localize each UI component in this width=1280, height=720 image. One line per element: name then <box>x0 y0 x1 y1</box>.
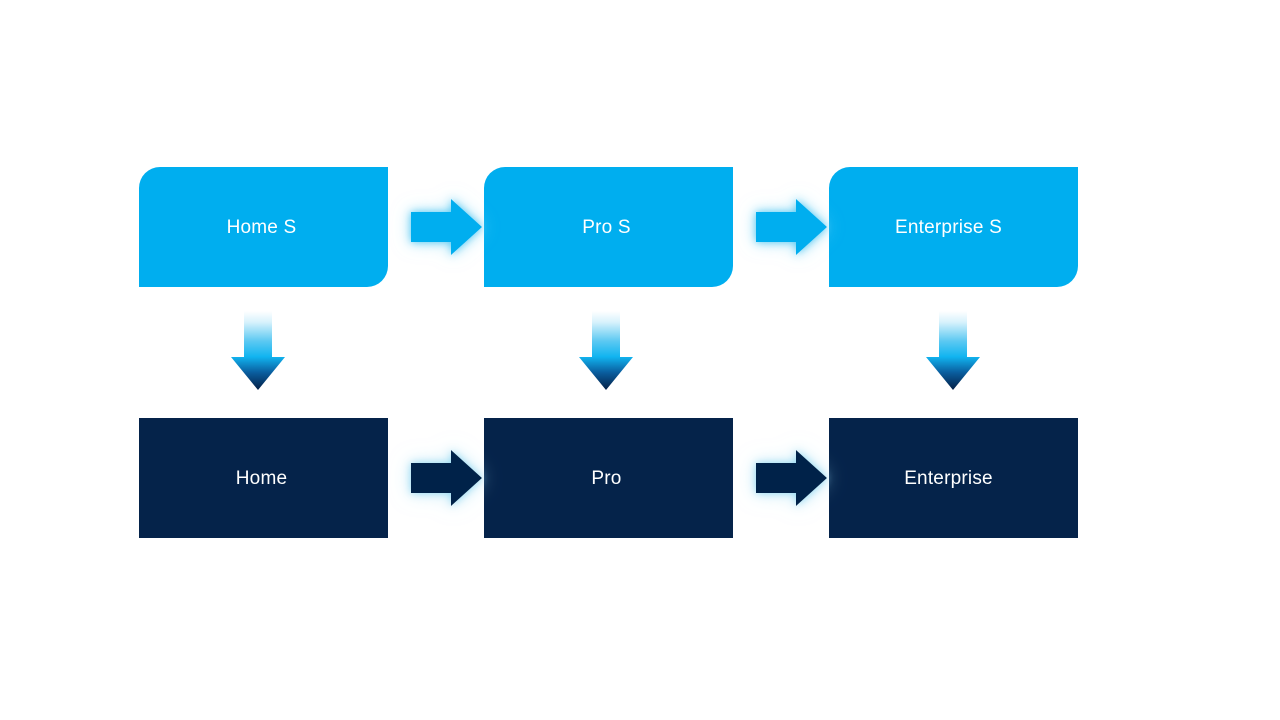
node-home[interactable]: Home <box>139 418 388 538</box>
node-pro-s[interactable]: Pro S <box>484 167 733 287</box>
node-home-s[interactable]: Home S <box>139 167 388 287</box>
node-pro-s-label: Pro S <box>582 216 631 238</box>
node-pro[interactable]: Pro <box>484 418 733 538</box>
node-enterprise[interactable]: Enterprise <box>829 418 1078 538</box>
node-home-s-label: Home S <box>226 216 297 238</box>
node-enterprise-label: Enterprise <box>904 467 993 489</box>
node-enterprise-s[interactable]: Enterprise S <box>829 167 1078 287</box>
node-pro-label: Pro <box>591 467 622 489</box>
arrow-pro-to-enterprise[interactable] <box>756 450 827 506</box>
arrow-enterprise-s-to-enterprise[interactable] <box>926 311 980 390</box>
node-enterprise-s-label: Enterprise S <box>895 216 1002 238</box>
arrow-pro-s-to-enterprise-s[interactable] <box>756 199 827 255</box>
arrow-home-s-to-pro-s[interactable] <box>411 199 482 255</box>
node-home-label: Home <box>235 467 288 489</box>
arrow-home-to-pro[interactable] <box>411 450 482 506</box>
arrow-pro-s-to-pro[interactable] <box>579 311 633 390</box>
arrow-home-s-to-home[interactable] <box>231 311 285 390</box>
